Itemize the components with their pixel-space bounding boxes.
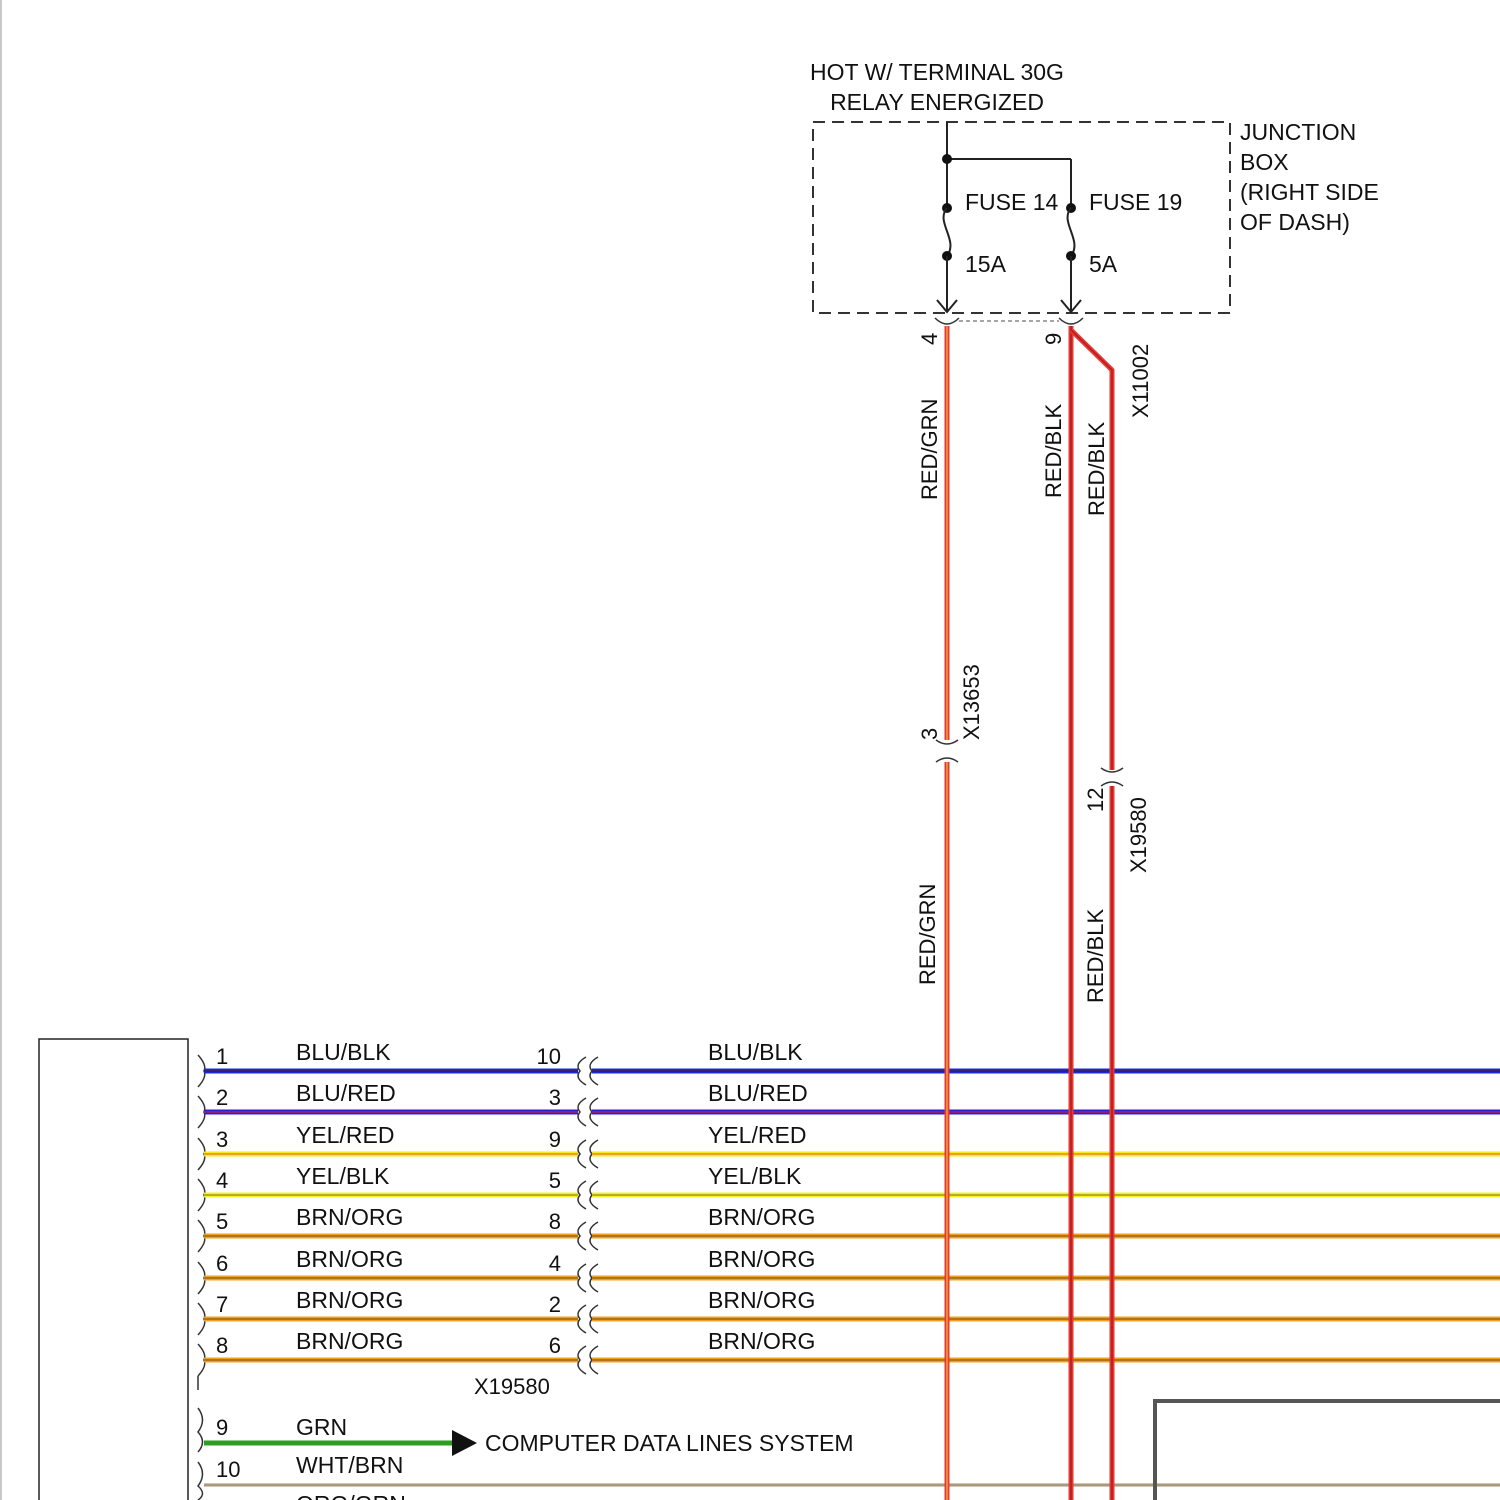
connector-x19580-vertical — [1101, 768, 1123, 786]
connector-pin-number: 6 — [549, 1333, 561, 1358]
wire-color-label-left: YEL/BLK — [296, 1163, 390, 1189]
wire-color-label-left: BLU/RED — [296, 1080, 396, 1106]
module-pin-bracket — [198, 1096, 205, 1128]
junction-box-label-line4: OF DASH) — [1240, 209, 1350, 235]
wire-wht-brn-pin: 10 — [216, 1457, 240, 1482]
wire-color-label-right: BLU/RED — [708, 1080, 808, 1106]
module-pin-bracket — [198, 1262, 205, 1294]
wire-red-blk-main-label: RED/BLK — [1041, 404, 1066, 498]
module-box — [39, 1039, 188, 1500]
wire-color-label-left: YEL/RED — [296, 1122, 394, 1148]
wire-color-label-left: BRN/ORG — [296, 1328, 403, 1354]
inline-connector-left — [578, 1264, 586, 1292]
wire-color-label-right: YEL/RED — [708, 1122, 806, 1148]
module-pin-bracket — [198, 1138, 205, 1170]
wire-red-grn-label-upper: RED/GRN — [917, 399, 942, 500]
bus-junction-dot — [942, 154, 952, 164]
module-pin-number: 5 — [216, 1209, 228, 1234]
wire-color-label-right: YEL/BLK — [708, 1163, 802, 1189]
connector-x11002-pin-4: 4 — [917, 333, 942, 345]
fuse-19-symbol — [1061, 203, 1081, 312]
module-pin-number: 7 — [216, 1292, 228, 1317]
connector-pin-number: 4 — [549, 1251, 561, 1276]
wire-color-label-left: BRN/ORG — [296, 1246, 403, 1272]
module-pin-bracket — [198, 1303, 205, 1335]
module-pin-number: 2 — [216, 1085, 228, 1110]
fuse-14-rating: 15A — [965, 251, 1007, 277]
connector-pin-number: 5 — [549, 1168, 561, 1193]
harness-row: 5 BRN/ORG 8 BRN/ORG — [198, 1204, 1500, 1252]
inline-connector-left — [578, 1181, 586, 1209]
module-pin-bracket — [198, 1179, 205, 1211]
harness-row: 2 BLU/RED 3 BLU/RED — [198, 1080, 1500, 1128]
connector-pin-number: 9 — [549, 1127, 561, 1152]
module-pin-number: 4 — [216, 1168, 228, 1193]
connector-pin-number: 2 — [549, 1292, 561, 1317]
wire-color-label-right: BLU/BLK — [708, 1039, 803, 1065]
module-pin-number: 6 — [216, 1251, 228, 1276]
power-source-label: HOT W/ TERMINAL 30G — [810, 59, 1064, 85]
module-pin-bracket — [198, 1344, 205, 1376]
fuse-14-label: FUSE 14 — [965, 189, 1059, 215]
connector-x11002 — [935, 318, 1083, 324]
harness-row: 3 YEL/RED 9 YEL/RED — [198, 1122, 1500, 1170]
wire-red-blk-branch-label-upper: RED/BLK — [1084, 422, 1109, 516]
fuse-14-symbol — [937, 203, 957, 312]
module-pin-number: 1 — [216, 1044, 228, 1069]
fuse-19-rating: 5A — [1089, 251, 1118, 277]
inline-connector-left — [578, 1305, 586, 1333]
module-pin-bracket — [198, 1220, 205, 1252]
vertical-wire-overlay — [947, 1040, 1112, 1500]
inline-connector-left — [578, 1346, 586, 1374]
junction-box-label-line2: BOX — [1240, 149, 1289, 175]
connector-pin-number: 10 — [537, 1044, 561, 1069]
wire-color-label-right: BRN/ORG — [708, 1204, 815, 1230]
connector-x11002-id: X11002 — [1128, 344, 1153, 418]
wire-color-label-right: BRN/ORG — [708, 1287, 815, 1313]
harness-connector-id: X19580 — [474, 1374, 550, 1399]
fuse-19-label: FUSE 19 — [1089, 189, 1182, 215]
computer-data-lines-label: COMPUTER DATA LINES SYSTEM — [485, 1430, 853, 1456]
junction-box-outline — [813, 122, 1230, 313]
power-source-condition: RELAY ENERGIZED — [830, 89, 1044, 115]
inline-connector-left — [578, 1140, 586, 1168]
wire-wht-brn-label: WHT/BRN — [296, 1452, 403, 1478]
junction-box-label-line1: JUNCTION — [1240, 119, 1356, 145]
wire-color-label-left: BRN/ORG — [296, 1287, 403, 1313]
wire-org-grn-label: ORG/GRN — [296, 1491, 406, 1500]
wire-color-label-left: BLU/BLK — [296, 1039, 391, 1065]
inline-connector-left — [578, 1098, 586, 1126]
connector-x13653 — [936, 740, 958, 762]
connector-x13653-pin: 3 — [917, 728, 942, 740]
module-pin-bracket — [198, 1055, 205, 1087]
wire-red-blk-branch-label-lower: RED/BLK — [1083, 909, 1108, 1003]
connector-x19580-vertical-id: X19580 — [1126, 797, 1151, 873]
inline-connector-left — [578, 1222, 586, 1250]
connector-x19580-vertical-pin: 12 — [1083, 788, 1108, 812]
inline-connector-left — [578, 1057, 586, 1085]
wire-color-label-left: BRN/ORG — [296, 1204, 403, 1230]
connector-x13653-id: X13653 — [959, 664, 984, 740]
harness-row: 8 BRN/ORG 6 BRN/ORG — [198, 1328, 1500, 1376]
module-pin-number: 8 — [216, 1333, 228, 1358]
connector-pin-number: 3 — [549, 1085, 561, 1110]
junction-box-label-line3: (RIGHT SIDE — [1240, 179, 1379, 205]
wire-grn-label: GRN — [296, 1414, 347, 1440]
wire-color-label-right: BRN/ORG — [708, 1328, 815, 1354]
wire-color-label-right: BRN/ORG — [708, 1246, 815, 1272]
connector-pin-number: 8 — [549, 1209, 561, 1234]
module-pin-number: 3 — [216, 1127, 228, 1152]
wire-red-grn-label-lower: RED/GRN — [915, 884, 940, 985]
connector-x11002-pin-9: 9 — [1041, 333, 1066, 345]
wire-grn-pin: 9 — [216, 1415, 228, 1440]
